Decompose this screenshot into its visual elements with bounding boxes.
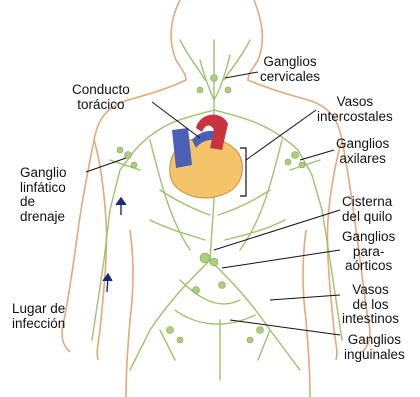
arrow-upper <box>116 198 126 215</box>
label-vasos-intestinos: Vasosde los intestinos <box>342 283 399 327</box>
body-outline <box>62 0 370 397</box>
label-ganglios-paraaorticos: Gangliospara- aórticos <box>342 230 395 274</box>
label-conducto-toracico: Conductotorácico <box>72 83 130 112</box>
label-ganglios-inguinales: Gangliosinguinales <box>344 333 405 362</box>
label-lugar-infeccion: Lugar deinfección <box>12 302 65 331</box>
heart <box>170 115 243 198</box>
label-ganglio-linfatico-drenaje: Gangliolinfático dedrenaje <box>20 166 67 224</box>
label-cisterna-quilo: Cisternadel quilo <box>342 195 392 224</box>
label-ganglios-cervicales: Ganglioscervicales <box>260 55 320 84</box>
label-vasos-intercostales: Vasosintercostales <box>317 95 393 124</box>
label-ganglios-axilares: Gangliosaxilares <box>336 137 389 166</box>
lymph-nodes <box>117 75 305 344</box>
